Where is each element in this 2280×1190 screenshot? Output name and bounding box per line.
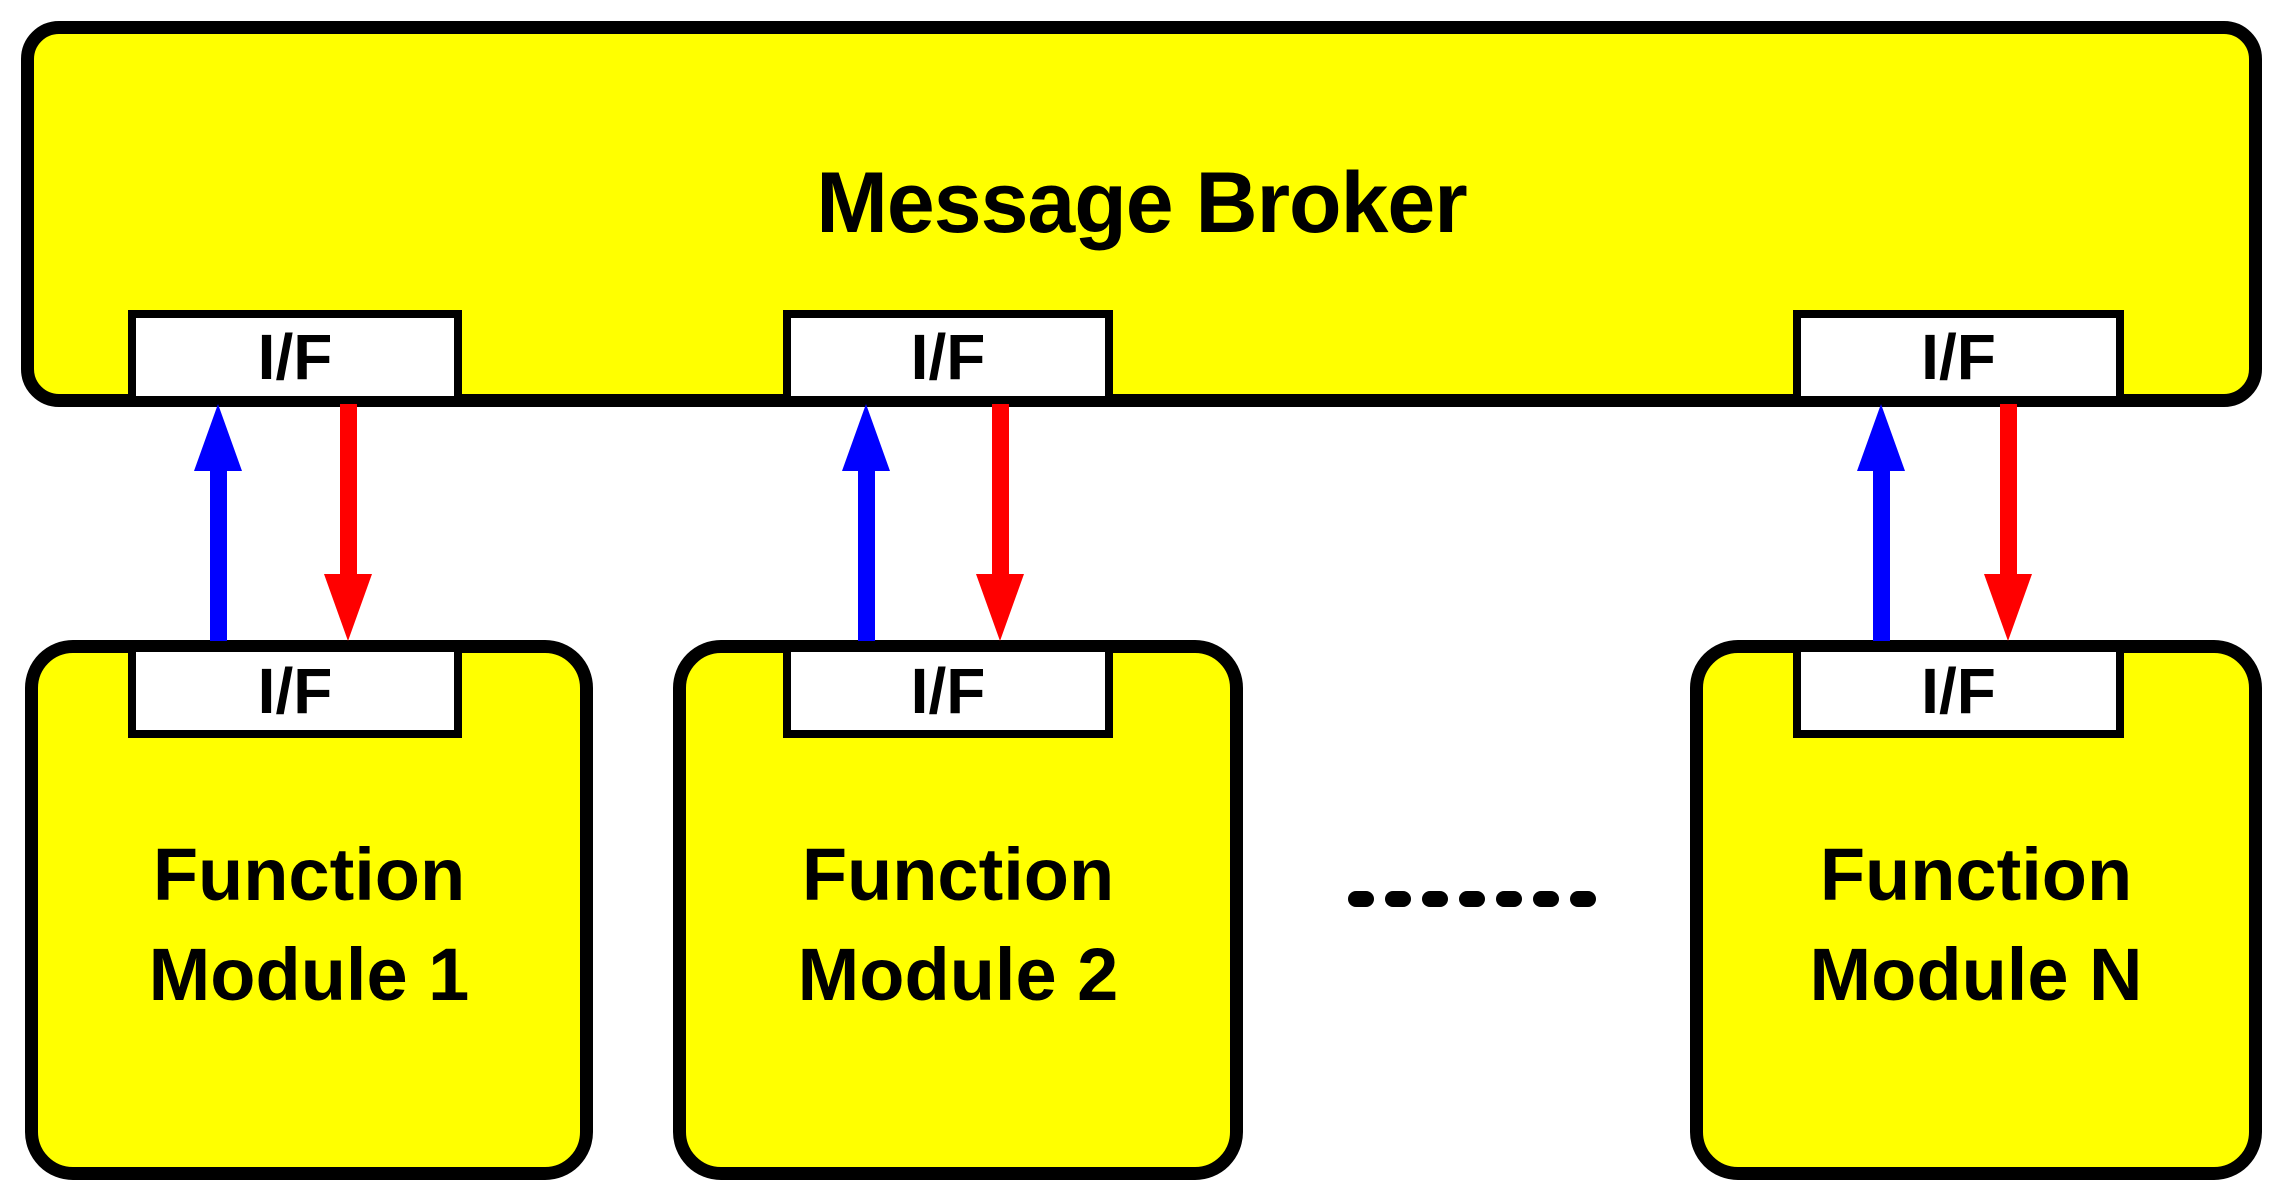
arrow-shaft	[209, 471, 227, 641]
broker-interface-box-3: I/F	[1793, 310, 2124, 404]
broker-interface-box-2: I/F	[783, 310, 1113, 404]
upstream-arrow-1	[194, 404, 242, 641]
ellipsis-dash	[1348, 891, 1374, 907]
interface-label: I/F	[1921, 655, 1996, 727]
arrow-head-down-icon	[1984, 574, 2032, 641]
interface-label: I/F	[1921, 321, 1996, 393]
continuation-dots	[1348, 891, 1596, 907]
arrow-shaft	[857, 471, 875, 641]
interface-label: I/F	[910, 655, 986, 727]
arrow-head-up-icon	[1857, 404, 1905, 471]
upstream-arrow-2	[842, 404, 890, 641]
ellipsis-dash	[1422, 891, 1448, 907]
function-module-2-label: Function Module 2	[797, 833, 1119, 1016]
function-module-n-label: Function Module N	[1809, 833, 2143, 1016]
module-2-interface-box: I/F	[783, 644, 1113, 738]
message-broker-label: Message Broker	[816, 155, 1467, 251]
arrow-shaft	[1999, 404, 2017, 574]
arrow-head-up-icon	[194, 404, 242, 471]
arrow-head-up-icon	[842, 404, 890, 471]
downstream-arrow-1	[324, 404, 372, 641]
broker-interface-box-1: I/F	[128, 310, 462, 404]
ellipsis-dash	[1385, 891, 1411, 907]
module-n-interface-box: I/F	[1793, 644, 2124, 738]
arrow-head-down-icon	[324, 574, 372, 641]
interface-label: I/F	[257, 321, 333, 393]
downstream-arrow-2	[976, 404, 1024, 641]
upstream-arrow-3	[1857, 404, 1905, 641]
ellipsis-dash	[1496, 891, 1522, 907]
arrow-shaft	[339, 404, 357, 574]
arrow-shaft	[1872, 471, 1890, 641]
arrow-head-down-icon	[976, 574, 1024, 641]
downstream-arrow-3	[1984, 404, 2032, 641]
interface-label: I/F	[910, 321, 986, 393]
ellipsis-dash	[1533, 891, 1559, 907]
ellipsis-dash	[1459, 891, 1485, 907]
module-1-interface-box: I/F	[128, 644, 462, 738]
interface-label: I/F	[257, 655, 333, 727]
function-module-1-label: Function Module 1	[148, 833, 470, 1016]
arrow-shaft	[991, 404, 1009, 574]
ellipsis-dash	[1570, 891, 1596, 907]
